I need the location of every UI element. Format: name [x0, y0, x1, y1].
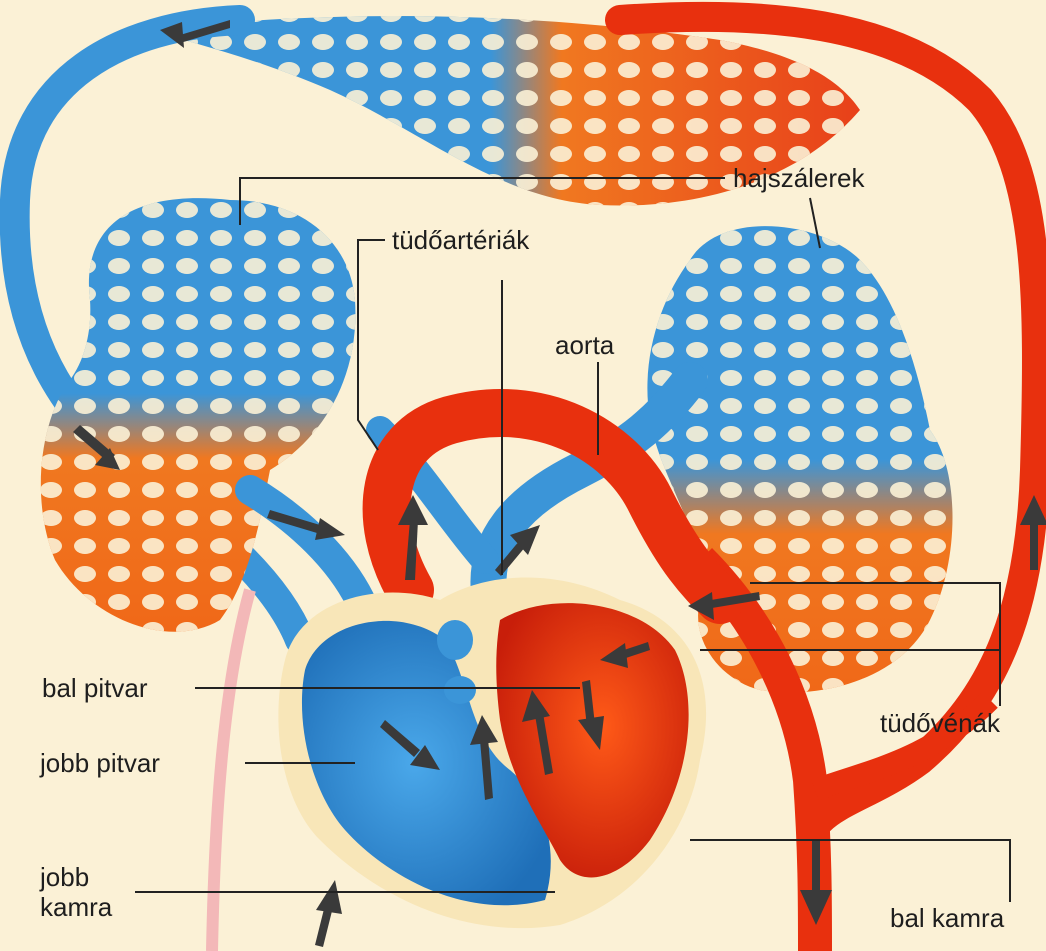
pink-vessel: [212, 590, 250, 951]
label-pulmonary-veins: tüdővénák: [880, 708, 1000, 738]
label-left-atrium: bal pitvar: [42, 673, 148, 703]
label-aorta: aorta: [555, 330, 614, 360]
left-lung-capillaries: [41, 198, 356, 632]
label-left-ventricle: bal kamra: [890, 903, 1004, 933]
label-capillaries: hajszálerek: [733, 163, 865, 193]
label-right-atrium: jobb pitvar: [40, 748, 160, 778]
label-right-ventricle: jobb kamra: [40, 862, 112, 922]
heart: [278, 578, 706, 929]
right-lung-capillaries: [647, 226, 952, 692]
label-pulmonary-arteries: tüdőartériák: [392, 225, 529, 255]
